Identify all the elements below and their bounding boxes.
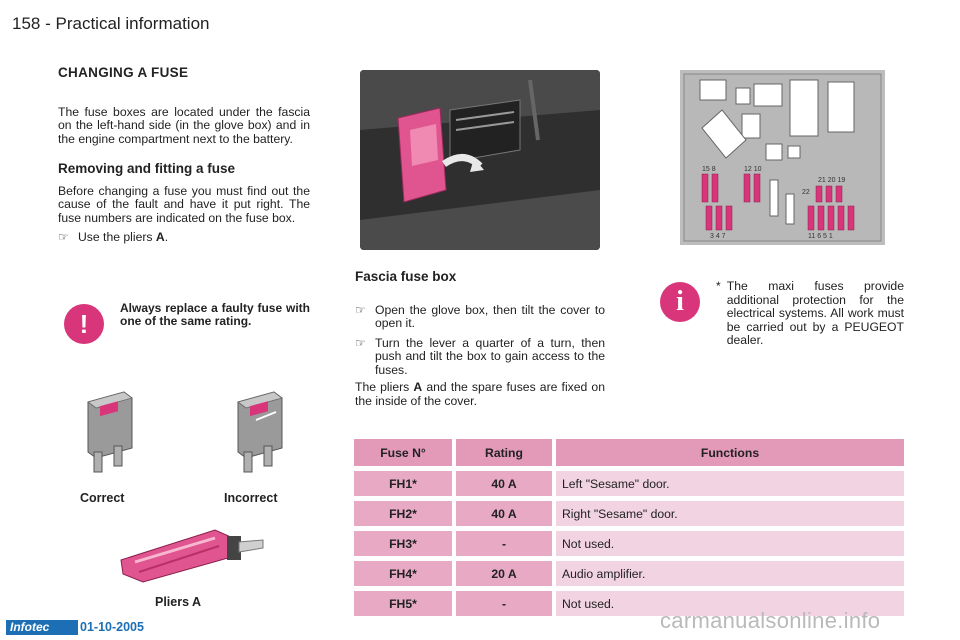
fuse-box-diagram-drawing: 15 8 12 10 21 20 19 22 3 4 7 11 6 5 1	[683, 73, 882, 242]
incorrect-caption: Incorrect	[224, 491, 278, 505]
maxi-fuse-note-text: The maxi fuses provide additional protec…	[726, 279, 904, 347]
fascia-bullet-2-text: Turn the lever a quarter of a turn, then…	[375, 335, 605, 377]
diagram-label-mid: 22	[802, 189, 810, 196]
info-icon: i	[660, 282, 700, 322]
function-cell: Not used.	[556, 591, 904, 616]
fascia-bullet-1-text: Open the glove box, then tilt the cover …	[375, 302, 605, 330]
fuse-cell: FH3*	[354, 531, 452, 556]
warning-box: ! Always replace a faulty fuse with one …	[62, 298, 312, 354]
pliers-bullet: ☞ Use the pliers A.	[58, 230, 310, 245]
pointing-hand-icon: ☞	[58, 230, 69, 244]
fuse-box-diagram: 15 8 12 10 21 20 19 22 3 4 7 11 6 5 1	[680, 70, 885, 245]
page-header: 158 - Practical information	[12, 14, 210, 34]
glove-box-photo-drawing	[360, 70, 600, 250]
header-functions: Functions	[556, 439, 904, 466]
diagram-label-top-right: 21 20 19	[818, 177, 845, 184]
fuse-box-location-text: The fuse boxes are located under the fas…	[58, 104, 310, 146]
note-asterisk: *	[716, 279, 721, 293]
table-row: FH2* 40 A Right "Sesame" door.	[354, 501, 904, 526]
function-cell: Right "Sesame" door.	[556, 501, 904, 526]
table-row: FH3* - Not used.	[354, 531, 904, 556]
diagram-label-bottom-left: 3 4 7	[710, 233, 726, 240]
fascia-fuse-box-heading: Fascia fuse box	[355, 269, 457, 284]
diagram-label-top-left: 15 8	[702, 166, 716, 173]
fuse-table: Fuse N° Rating Functions FH1* 40 A Left …	[354, 439, 904, 621]
fascia-column: Fascia fuse box ☞ Open the glove box, th…	[355, 270, 605, 420]
incorrect-fuse-illustration	[237, 391, 283, 473]
correct-fuse-illustration	[87, 391, 133, 473]
rating-cell: 40 A	[456, 471, 552, 496]
fuse-cell: FH4*	[354, 561, 452, 586]
table-row: FH5* - Not used.	[354, 591, 904, 616]
infotec-logo: Infotec	[6, 620, 78, 635]
fascia-bullet-2: ☞ Turn the lever a quarter of a turn, th…	[355, 335, 605, 378]
header-rating: Rating	[456, 439, 552, 466]
fuse-cell: FH2*	[354, 501, 452, 526]
warning-exclamation-icon: !	[64, 304, 104, 344]
function-cell: Left "Sesame" door.	[556, 471, 904, 496]
page-title: Practical information	[55, 14, 210, 33]
changing-fuse-heading: CHANGING A FUSE	[58, 65, 189, 80]
fuse-cell: FH1*	[354, 471, 452, 496]
glove-box-photo	[360, 70, 600, 250]
pliers-location-text: The pliers A and the spare fuses are fix…	[355, 380, 605, 408]
table-header-row: Fuse N° Rating Functions	[354, 439, 904, 466]
pointing-hand-icon: ☞	[355, 302, 366, 317]
rating-cell: -	[456, 591, 552, 616]
fuse-cell: FH5*	[354, 591, 452, 616]
removing-fitting-text: Before changing a fuse you must find out…	[58, 183, 310, 225]
pliers-caption: Pliers A	[155, 595, 202, 609]
function-cell: Audio amplifier.	[556, 561, 904, 586]
rating-cell: -	[456, 531, 552, 556]
left-column: CHANGING A FUSE The fuse boxes are locat…	[58, 66, 310, 245]
fascia-bullet-1: ☞ Open the glove box, then tilt the cove…	[355, 302, 605, 331]
footer-date: 01-10-2005	[80, 620, 144, 634]
pliers-illustration	[120, 529, 264, 583]
function-cell: Not used.	[556, 531, 904, 556]
warning-text: Always replace a faulty fuse with one of…	[120, 301, 310, 328]
pointing-hand-icon: ☞	[355, 335, 366, 350]
table-row: FH1* 40 A Left "Sesame" door.	[354, 471, 904, 496]
diagram-label-top-mid: 12 10	[744, 166, 762, 173]
page-number: 158	[12, 14, 41, 33]
header-fuse-no: Fuse N°	[354, 439, 452, 466]
watermark: carmanualsonline.info	[660, 608, 881, 633]
maxi-fuse-note: * The maxi fuses provide additional prot…	[716, 279, 904, 348]
table-row: FH4* 20 A Audio amplifier.	[354, 561, 904, 586]
pliers-bullet-text: Use the pliers A.	[78, 230, 169, 244]
rating-cell: 20 A	[456, 561, 552, 586]
diagram-label-bottom-right: 11 6 5 1	[808, 233, 833, 240]
rating-cell: 40 A	[456, 501, 552, 526]
header-separator: -	[40, 14, 56, 33]
correct-caption: Correct	[80, 491, 125, 505]
removing-fitting-heading: Removing and fitting a fuse	[58, 161, 236, 176]
